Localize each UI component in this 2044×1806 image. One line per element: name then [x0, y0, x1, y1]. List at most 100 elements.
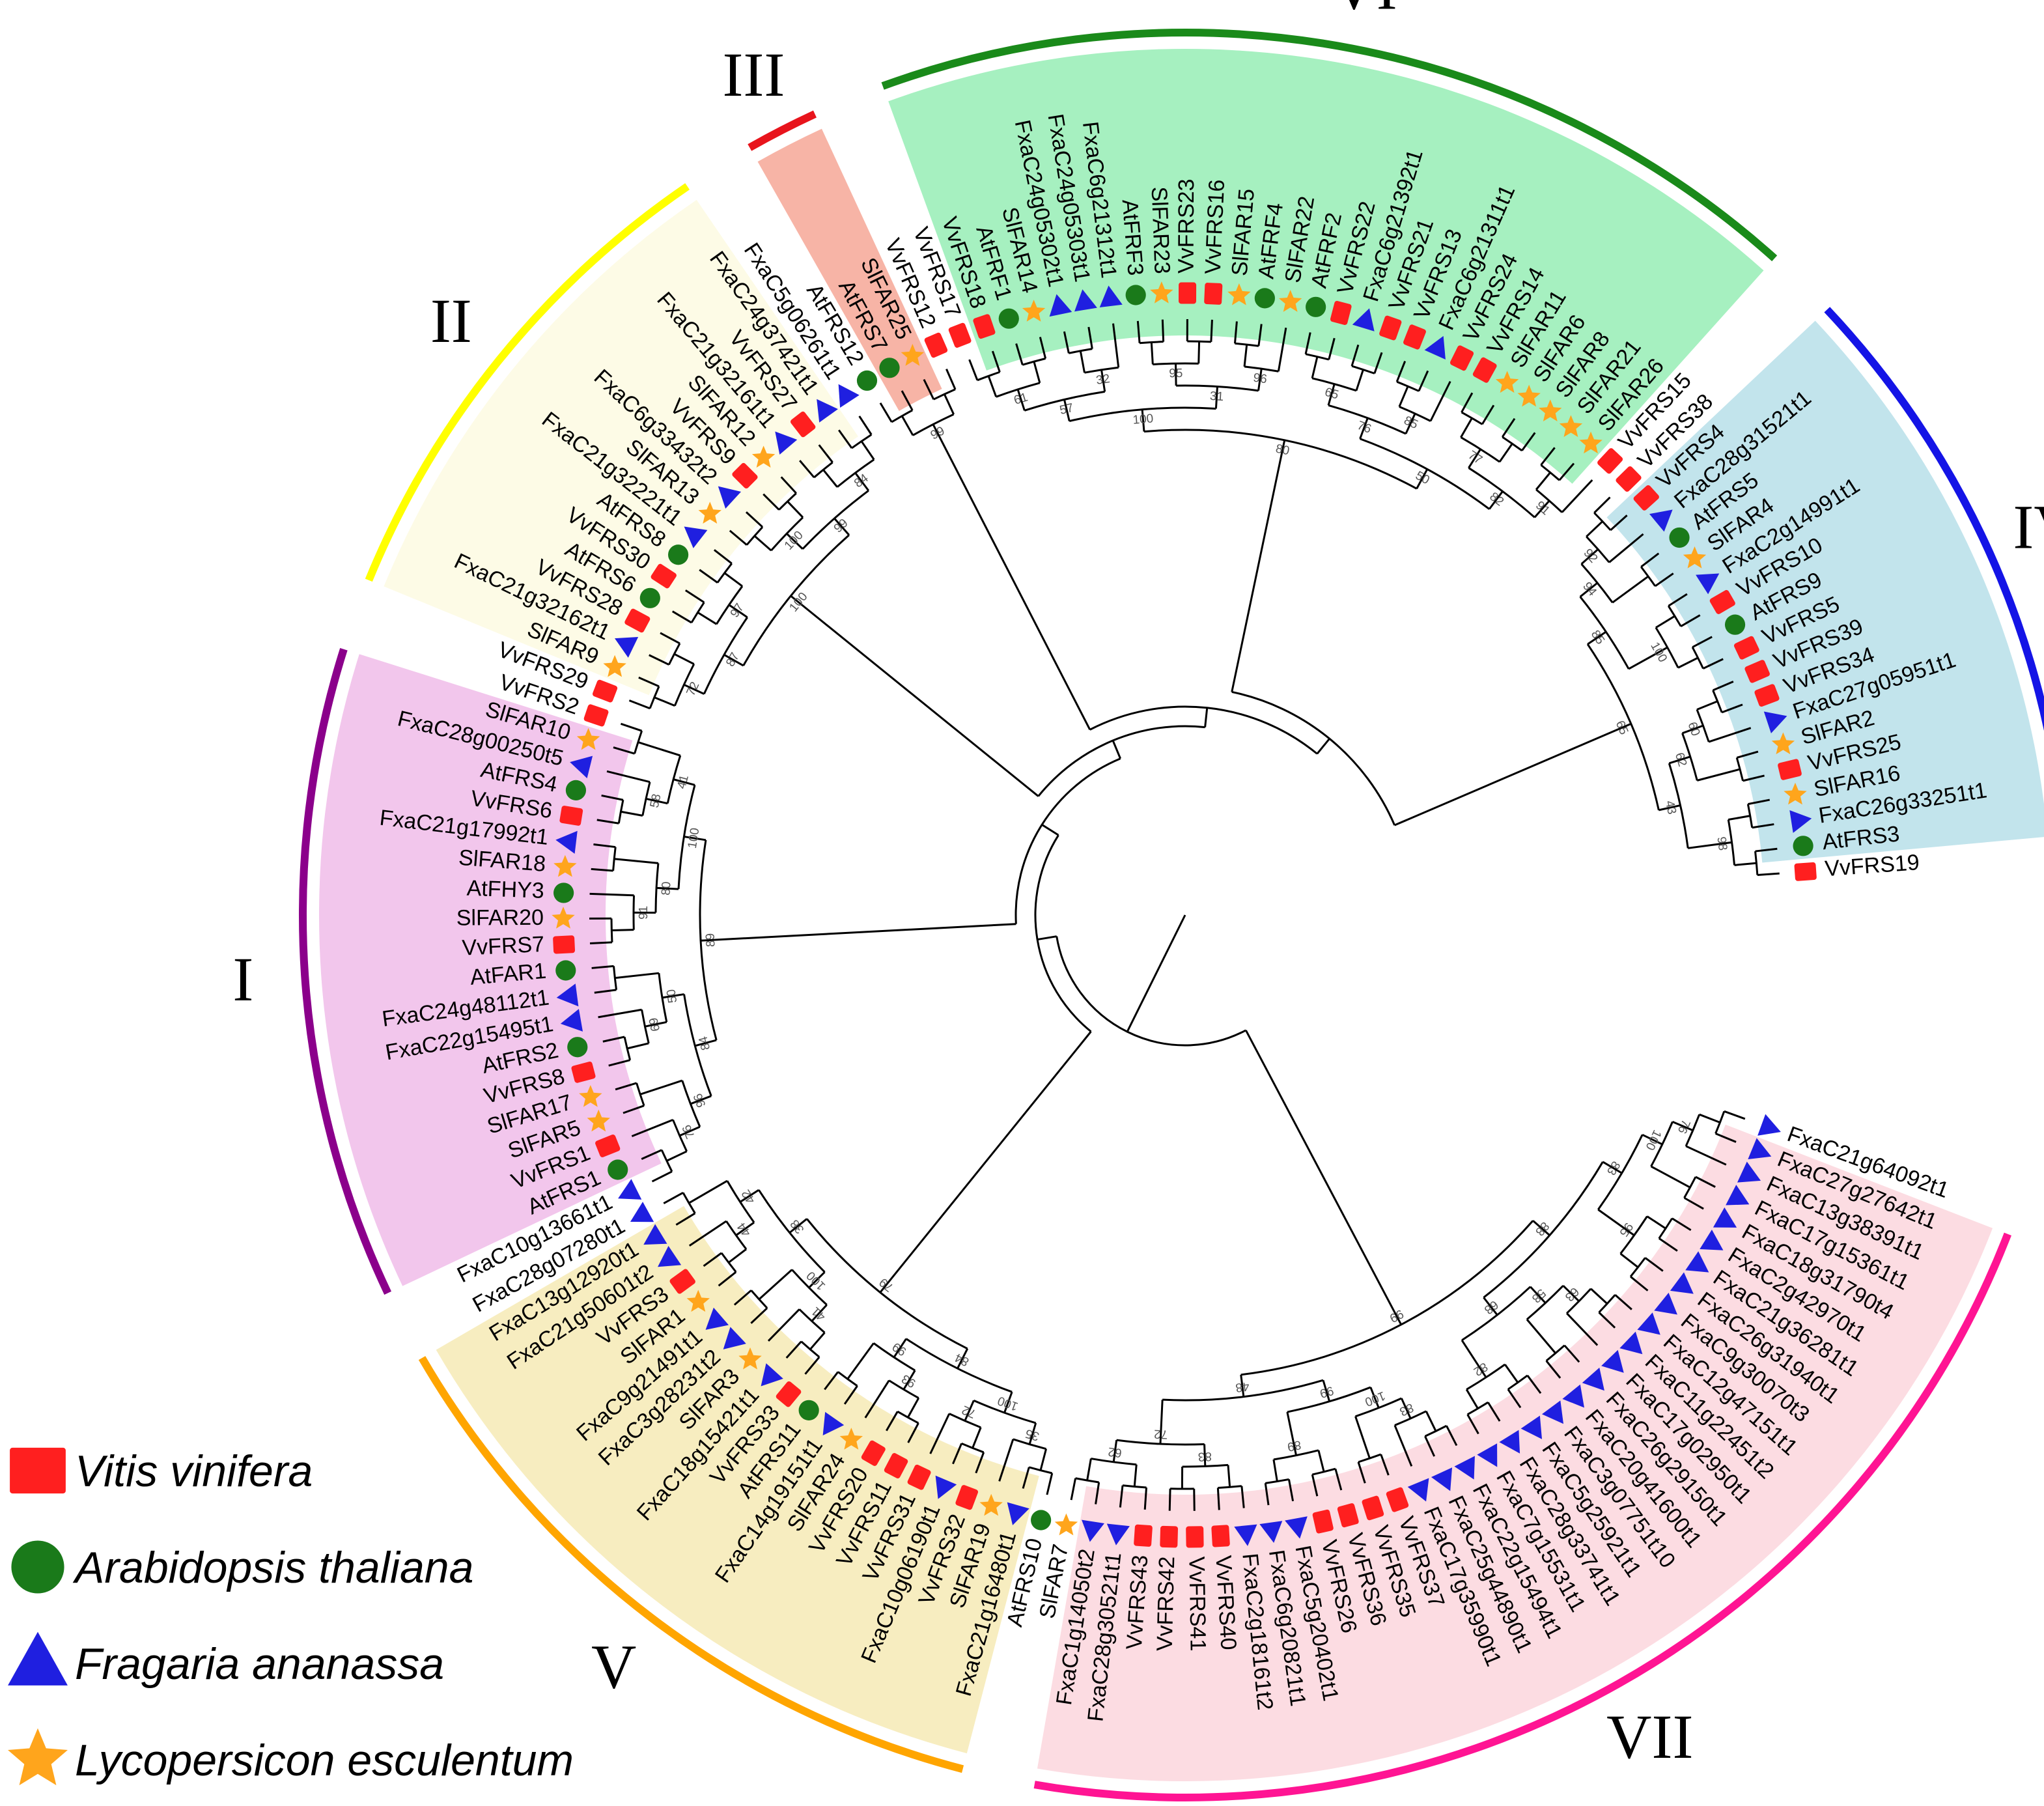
branch-segment	[725, 573, 742, 586]
branch-segment	[1651, 1166, 1690, 1187]
legend-label: Fragaria ananassa	[75, 1639, 444, 1689]
branch-segment	[1612, 576, 1648, 602]
branch-segment	[1621, 1254, 1638, 1267]
leaf-label: VvFRS16	[1201, 179, 1230, 275]
clade-numeral-IV: IV	[2013, 492, 2044, 561]
leaf-marker-arabidopsis	[640, 588, 660, 608]
leaf-marker-fragaria	[1757, 1114, 1785, 1143]
leaf-marker-vitis	[923, 332, 948, 358]
clade-sectors	[319, 49, 2044, 1781]
branch-segment	[908, 1398, 918, 1418]
leaf-marker-arabidopsis	[799, 1400, 819, 1420]
branch-segment	[860, 416, 872, 434]
branch-segment	[1080, 351, 1084, 373]
leaf-marker-arabidopsis	[857, 371, 877, 391]
bootstrap-value: 31	[1209, 389, 1224, 404]
bootstrap-value: 98	[1714, 836, 1729, 852]
branch-segment	[1042, 825, 1058, 835]
bootstrap-value: 93	[899, 1372, 918, 1390]
bootstrap-value: 85	[1402, 414, 1420, 432]
bootstrap-value: 84	[953, 1350, 972, 1368]
branch-segment	[1697, 769, 1740, 780]
branch-segment	[1162, 320, 1163, 342]
leaf-marker-arabidopsis	[567, 1037, 587, 1057]
branch-segment	[970, 360, 977, 380]
bootstrap-value: 72	[1154, 1427, 1168, 1441]
bootstrap-value: 76	[1355, 419, 1373, 436]
leaf-marker-vitis	[1794, 862, 1817, 881]
branch-segment	[615, 973, 659, 978]
branch-arc	[1090, 707, 1317, 754]
branch-segment	[1244, 345, 1247, 367]
clade-numeral-VI: VI	[1331, 0, 1397, 22]
leaf-label: VvFRS23	[1174, 178, 1199, 274]
branch-segment	[823, 470, 837, 487]
bootstrap-value: 100	[1132, 412, 1154, 427]
bootstrap-value: 100	[787, 590, 810, 615]
bootstrap-value: 62	[1672, 751, 1689, 768]
branch-segment	[621, 811, 642, 815]
branch-segment	[902, 416, 913, 436]
leaf-label: SlFAR23	[1147, 186, 1175, 275]
bootstrap-value: 84	[696, 1034, 713, 1051]
branch-segment	[848, 1343, 874, 1379]
bootstrap-value: 96	[1252, 371, 1268, 387]
branch-segment	[701, 924, 1016, 941]
bootstrap-value: 61	[1013, 390, 1030, 407]
branch-segment	[1466, 1389, 1477, 1408]
branch-segment	[590, 942, 612, 944]
clade-numeral-I: I	[232, 944, 253, 1014]
branch-segment	[1757, 873, 1780, 875]
leaf-marker-arabidopsis	[1669, 528, 1689, 548]
clade-numeral-II: II	[430, 286, 472, 356]
branch-segment	[1228, 1465, 1230, 1487]
branch-segment	[791, 596, 1038, 797]
clade-numeral-V: V	[591, 1631, 636, 1701]
clade-numeral-VII: VII	[1606, 1702, 1693, 1771]
branch-segment	[880, 1032, 1091, 1293]
branch-arc	[1232, 692, 1395, 825]
bootstrap-value: 60	[1685, 720, 1702, 738]
leaf-marker-vitis	[583, 703, 609, 727]
leaf-marker-vitis	[1211, 1525, 1230, 1547]
bootstrap-labels: 9860624310092948565917782856576509695313…	[637, 367, 1729, 1463]
branch-segment	[1169, 1489, 1170, 1511]
branch-segment	[1312, 357, 1317, 378]
leaf-label: VvFRS41	[1184, 1557, 1210, 1652]
branch-arc	[1057, 937, 1246, 1045]
branch-segment	[1697, 701, 1718, 710]
leaf-marker-arabidopsis	[566, 780, 586, 800]
leaf-marker-vitis	[1160, 1526, 1178, 1548]
branch-arc	[1016, 759, 1121, 924]
branch-segment	[1205, 708, 1207, 727]
branch-segment	[1356, 370, 1364, 391]
legend-fragaria-icon	[8, 1632, 68, 1686]
branch-segment	[1047, 1473, 1052, 1495]
branch-segment	[1678, 658, 1698, 668]
branch-segment	[1399, 386, 1408, 406]
branch-segment	[640, 1080, 682, 1094]
branch-segment	[1319, 1450, 1324, 1472]
leaf-marker-arabidopsis	[1793, 836, 1813, 856]
bootstrap-value: 50	[664, 988, 680, 1004]
legend-label: Arabidopsis thaliana	[72, 1543, 473, 1592]
leaf-marker-vitis	[1204, 283, 1222, 305]
branch-segment	[973, 1428, 981, 1448]
bootstrap-value: 76	[1675, 1118, 1693, 1136]
bootstrap-value: 72	[960, 1402, 978, 1420]
bootstrap-value: 91	[637, 906, 651, 920]
branch-segment	[1562, 480, 1592, 513]
bootstrap-value: 89	[1286, 1437, 1302, 1454]
bootstrap-value: 80	[660, 881, 674, 896]
branch-segment	[621, 724, 641, 731]
branch-segment	[629, 701, 650, 709]
branch-segment	[1134, 1465, 1136, 1487]
legend-arabidopsis-icon	[11, 1540, 64, 1593]
branch-segment	[674, 654, 693, 664]
legend-vitis-icon	[10, 1448, 66, 1493]
leaf-label: VvFRS7	[462, 932, 545, 961]
bootstrap-value: 100	[686, 827, 703, 850]
bootstrap-value: 69	[647, 1017, 663, 1033]
